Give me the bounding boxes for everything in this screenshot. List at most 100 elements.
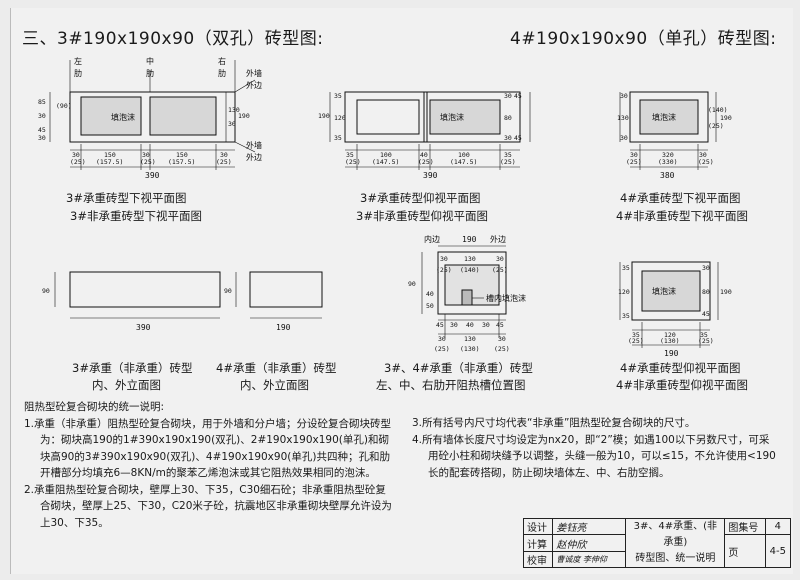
d2-bottom-dim-5: 35 <box>504 151 512 159</box>
d4-elevation <box>54 271 221 319</box>
d1-right-label-4: 外边 <box>246 152 262 162</box>
d2-bottom-dim-3: 40 <box>420 151 428 159</box>
d1-left-dim-4: 30 <box>38 134 46 142</box>
section-title-3: 三、3#190x190x90（双孔）砖型图: <box>22 29 324 49</box>
d6-bottom-sub-1: (25) <box>434 345 450 353</box>
d2-caption-2: 3#非承重砖型仰视平面图 <box>356 209 488 223</box>
d6-top-label-inner: 内边 <box>424 234 440 244</box>
d4-caption-1: 3#承重（非承重）砖型 <box>72 361 193 375</box>
d5-height: 90 <box>224 287 232 295</box>
brick-drawings: 填泡沫 左 中 右 肋 肋 肋 外墙 外边 外墙 外边 85 (90) 30 4… <box>38 56 732 358</box>
d2-bottom-dim-4: 100 <box>458 151 470 159</box>
d7-caption-1: 4#承重砖型仰视平面图 <box>620 361 741 375</box>
d6-top-label-outer: 外边 <box>490 234 506 244</box>
d1-plan-view <box>49 60 256 170</box>
notes-heading: 阻热型砼复合砌块的统一说明: <box>24 401 165 413</box>
d6-top-sub-1: (25) <box>436 266 452 274</box>
d1-caption-1: 3#承重砖型下视平面图 <box>66 191 187 205</box>
d2-bottom-dim-2: 100 <box>380 151 392 159</box>
note-3: 3.所有括号内尺寸均代表“非承重”阻热型砼复合砌块的尺寸。 <box>412 417 696 429</box>
d2-foam-label: 填泡沫 <box>440 112 464 122</box>
d2-left-dim-4: 35 <box>334 134 342 142</box>
notes-left: 阻热型砼复合砌块的统一说明: 1.承重（非承重）阻热型砼复合砌块，用于外墙和分户… <box>24 399 396 531</box>
d1-bottom-sub-4: (157.5) <box>168 158 195 166</box>
d7-right-dim-3: 45 <box>702 310 710 318</box>
d7-plan-view <box>619 261 719 348</box>
tb-drawing-title: 3#、4#承重、(非承重) 砖型图、统一说明 <box>625 518 726 568</box>
d2-plan-view <box>329 91 531 170</box>
d1-bottom-sub-2: (157.5) <box>96 158 123 166</box>
d3-foam-label: 填泡沫 <box>652 112 676 122</box>
d6-bottom2-dim-3: 30 <box>498 335 506 343</box>
d5-elevation <box>235 271 323 319</box>
d3-left-dim-2: 130 <box>617 114 629 122</box>
section-title-4: 4#190x190x90（单孔）砖型图: <box>510 29 777 49</box>
d6-bottom-sub-2: (130) <box>460 345 480 353</box>
d3-bottom-sub-3: (25) <box>698 158 714 166</box>
d2-bottom-dim-1: 35 <box>346 151 354 159</box>
d1-top-label2-mid: 肋 <box>146 68 154 78</box>
d6-top-dim-3: 30 <box>496 255 504 263</box>
tb-review-signature: 曹诚度 李伸仰 <box>552 551 627 568</box>
d3-plan-view <box>619 91 717 170</box>
d7-bottom-dim-3: 35 <box>700 331 708 339</box>
d6-bottom-dim-5: 45 <box>496 321 504 329</box>
d6-bottom-dim-2: 30 <box>450 321 458 329</box>
d6-top-label-dim: 190 <box>462 235 477 244</box>
d2-bottom-sub-3: (25) <box>418 158 434 166</box>
d1-top-label-right: 右 <box>218 56 226 66</box>
d1-bottom-dim-5: 30 <box>220 151 228 159</box>
d7-bottom-sub-3: (25) <box>698 337 714 345</box>
d1-right-dim-3: 190 <box>238 112 250 120</box>
d2-left-dim-2: 35 <box>334 92 342 100</box>
d1-bottom-dim-4: 150 <box>176 151 188 159</box>
d1-right-dim-2: 30 <box>228 120 236 128</box>
d3-right-dim-3: (25) <box>708 122 724 130</box>
d7-right-dim-2: 80 <box>702 288 710 296</box>
d3-bottom-dim-1: 30 <box>630 151 638 159</box>
tb-calc-signature: 赵仲欣 <box>552 534 627 552</box>
d2-bottom-sub-1: (25) <box>345 158 361 166</box>
tb-drawing-title-1: 3#、4#承重、(非承重) <box>633 521 718 548</box>
d1-right-label-3: 外墙 <box>246 140 262 150</box>
d1-left-dim-sub: (90) <box>56 102 72 110</box>
d2-right-dim-5: 45 <box>514 134 522 142</box>
d2-bottom-sub-5: (25) <box>500 158 516 166</box>
d1-bottom-dim-2: 150 <box>104 151 116 159</box>
notes-right: 3.所有括号内尺寸均代表“非承重”阻热型砼复合砌块的尺寸。 4.所有墙体长度尺寸… <box>412 415 778 481</box>
note-1: 1.承重（非承重）阻热型砼复合砌块，用于外墙和分户墙；分设砼复合砌块砖型为：砌块… <box>24 417 392 480</box>
note-2: 2.承重阻热型砼复合砌块，壁厚上30、下35，C30细石砼；非承重阻热型砼复合砌… <box>24 483 392 529</box>
d6-bottom-dim-4: 30 <box>482 321 490 329</box>
d3-bottom-dim-2: 320 <box>662 151 674 159</box>
d7-bottom-dim-2: 120 <box>664 331 676 339</box>
d3-bottom-sub-1: (25) <box>626 158 642 166</box>
d1-top-label-left: 左 <box>74 56 82 66</box>
d1-bottom-sub-1: (25) <box>70 158 86 166</box>
note-4: 4.所有墙体长度尺寸均设定为nx20，即“2”模；如遇100以下另数尺寸，可采用… <box>412 433 776 479</box>
d5-caption-2: 内、外立面图 <box>240 378 309 392</box>
d1-bottom-sub-5: (25) <box>216 158 232 166</box>
d2-left-dim-1: 190 <box>318 112 330 120</box>
d7-caption-2: 4#非承重砖型仰视平面图 <box>616 378 748 392</box>
d3-bottom-sub-2: (330) <box>658 158 678 166</box>
d2-right-dim-3: 80 <box>504 114 512 122</box>
tb-atlas-label: 图集号 <box>724 518 766 535</box>
d7-bottom-sub-1: (25) <box>628 337 644 345</box>
d2-right-dim-4: 30 <box>504 134 512 142</box>
tb-calc-label: 计算 <box>522 534 554 552</box>
d5-caption-1: 4#承重（非承重）砖型 <box>216 361 337 375</box>
d4-caption-2: 内、外立面图 <box>92 378 161 392</box>
d7-left-dim-3: 35 <box>622 312 630 320</box>
d7-left-dim-1: 35 <box>622 264 630 272</box>
tb-page-value: 4-5 <box>764 534 792 568</box>
d1-left-dim-2: 30 <box>38 112 46 120</box>
d6-top-dim-2: 130 <box>464 255 476 263</box>
d7-bottom-sub-2: (130) <box>660 337 680 345</box>
d6-top-sub-3: (25) <box>492 266 508 274</box>
d1-bottom-dim-3: 30 <box>142 151 150 159</box>
d1-bottom-dim-1: 30 <box>72 151 80 159</box>
d3-caption-1: 4#承重砖型下视平面图 <box>620 191 741 205</box>
d7-right-dim-1: 30 <box>702 264 710 272</box>
d4-total: 390 <box>136 323 151 332</box>
d1-foam-label: 填泡沫 <box>111 112 135 122</box>
